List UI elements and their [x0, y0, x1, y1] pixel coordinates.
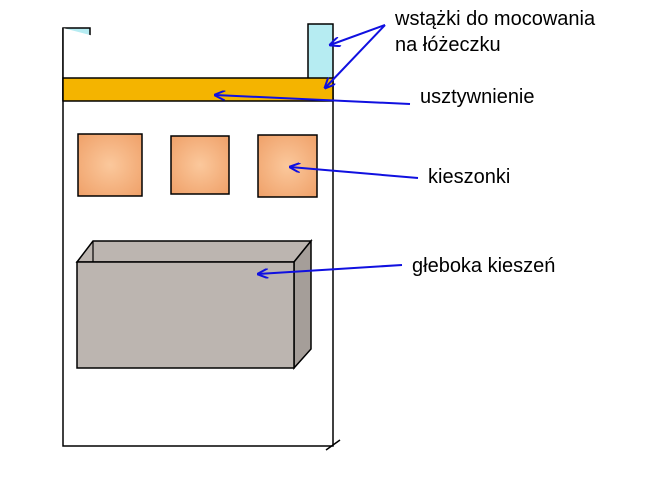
arrow-to-left-ribbon [330, 24, 386, 45]
stiffener-bar [62, 77, 334, 102]
pocket-left [77, 133, 143, 197]
pocket-middle [170, 135, 230, 195]
deep-pocket-side [293, 238, 312, 370]
arrow-to-stiffener [215, 95, 411, 105]
pocket-right [257, 134, 318, 198]
arrow-to-deep-pocket [258, 264, 403, 274]
deep-pocket-top [75, 240, 313, 263]
panel-corner-mark [325, 439, 341, 451]
label-deep-pocket: głeboka kieszeń [412, 255, 556, 277]
label-ribbons: wstążki do mocowania [395, 8, 596, 30]
label-stiffener: usztywnienie [420, 86, 535, 108]
arrow-to-pockets [290, 167, 419, 179]
deep-pocket-front [76, 261, 295, 369]
label-pockets: kieszonki [428, 166, 511, 188]
label-ribbons-line2: na łóżeczku [395, 34, 501, 56]
arrow-to-right-ribbon [325, 24, 386, 88]
